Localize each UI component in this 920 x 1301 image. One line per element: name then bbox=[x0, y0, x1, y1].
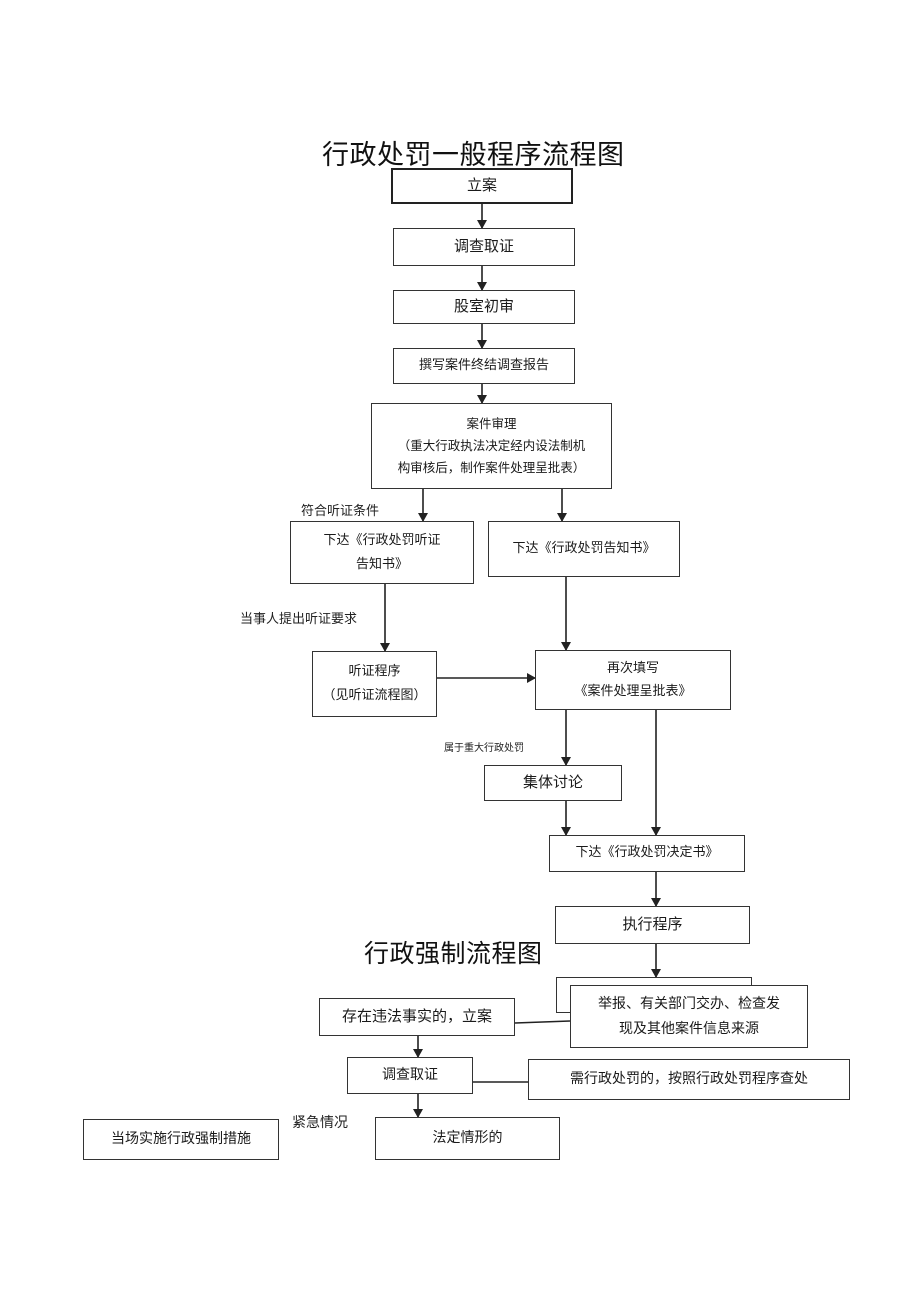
node-collective-discussion-label: 集体讨论 bbox=[522, 773, 583, 792]
node-sources: 举报、有关部门交办、检查发 现及其他案件信息来源 bbox=[570, 985, 808, 1048]
node-case-review: 案件审理 （重大行政执法决定经内设法制机 构审核后，制作案件处理呈批表） bbox=[371, 403, 612, 489]
edge-label-meets-hearing: 符合听证条件 bbox=[301, 504, 380, 519]
node-decision-notice: 下达《行政处罚决定书》 bbox=[549, 835, 745, 872]
node-hearing-notice: 下达《行政处罚听证 告知书》 bbox=[290, 521, 474, 584]
node-onsite-measure-label: 当场实施行政强制措施 bbox=[111, 1130, 251, 1147]
node-sources-line2: 现及其他案件信息来源 bbox=[619, 1020, 759, 1037]
node-case-review-line3: 构审核后，制作案件处理呈批表） bbox=[397, 459, 586, 475]
flowchart-1-title: 行政处罚一般程序流程图 bbox=[322, 140, 625, 171]
node-need-penalty-label: 需行政处罚的，按照行政处罚程序查处 bbox=[570, 1070, 808, 1087]
node-write-report-label: 撰写案件终结调查报告 bbox=[418, 357, 549, 373]
node-investigate-2: 调查取证 bbox=[347, 1057, 473, 1094]
node-sources-line1: 举报、有关部门交办、检查发 bbox=[598, 996, 780, 1012]
line-sources-to-file bbox=[514, 1020, 571, 1024]
node-case-review-line1: 案件审理 bbox=[466, 416, 517, 432]
node-illegal-fact-file-label: 存在违法事实的，立案 bbox=[341, 1007, 492, 1026]
node-refill-form: 再次填写 《案件处理呈批表》 bbox=[535, 650, 731, 710]
node-legal-circumstance: 法定情形的 bbox=[375, 1117, 560, 1160]
node-hearing-notice-line2: 告知书》 bbox=[355, 556, 408, 572]
node-case-review-line2: （重大行政执法决定经内设法制机 bbox=[397, 438, 586, 454]
node-investigate: 调查取证 bbox=[393, 228, 575, 266]
node-legal-circumstance-label: 法定情形的 bbox=[432, 1129, 503, 1146]
flowchart-2-title: 行政强制流程图 bbox=[364, 939, 543, 968]
node-collective-discussion: 集体讨论 bbox=[484, 765, 622, 801]
node-decision-notice-label: 下达《行政处罚决定书》 bbox=[575, 845, 719, 861]
node-execution: 执行程序 bbox=[555, 906, 750, 944]
node-write-report: 撰写案件终结调查报告 bbox=[393, 348, 575, 384]
node-investigate-label: 调查取证 bbox=[453, 237, 514, 256]
node-hearing-procedure-line2: （见听证流程图） bbox=[322, 688, 427, 703]
node-preliminary-review-label: 股室初审 bbox=[453, 297, 514, 316]
node-hearing-procedure: 听证程序 （见听证流程图） bbox=[312, 651, 437, 717]
node-investigate-2-label: 调查取证 bbox=[382, 1066, 438, 1083]
edge-label-party-requests-hearing: 当事人提出听证要求 bbox=[240, 612, 358, 627]
node-need-penalty: 需行政处罚的，按照行政处罚程序查处 bbox=[528, 1059, 850, 1100]
node-execution-label: 执行程序 bbox=[622, 915, 683, 934]
node-file-case: 立案 bbox=[391, 168, 573, 204]
node-penalty-notice-label: 下达《行政处罚告知书》 bbox=[512, 540, 656, 556]
node-refill-form-line1: 再次填写 bbox=[606, 660, 659, 676]
node-file-case-label: 立案 bbox=[466, 176, 497, 195]
node-hearing-procedure-line1: 听证程序 bbox=[348, 663, 401, 679]
node-penalty-notice: 下达《行政处罚告知书》 bbox=[488, 521, 680, 577]
edge-label-emergency: 紧急情况 bbox=[292, 1115, 348, 1131]
node-hearing-notice-line1: 下达《行政处罚听证 bbox=[323, 533, 441, 549]
node-refill-form-line2: 《案件处理呈批表》 bbox=[574, 684, 692, 699]
node-preliminary-review: 股室初审 bbox=[393, 290, 575, 324]
node-illegal-fact-file: 存在违法事实的，立案 bbox=[319, 998, 515, 1036]
node-onsite-measure: 当场实施行政强制措施 bbox=[83, 1119, 279, 1160]
edge-label-major-penalty: 属于重大行政处罚 bbox=[444, 743, 524, 754]
